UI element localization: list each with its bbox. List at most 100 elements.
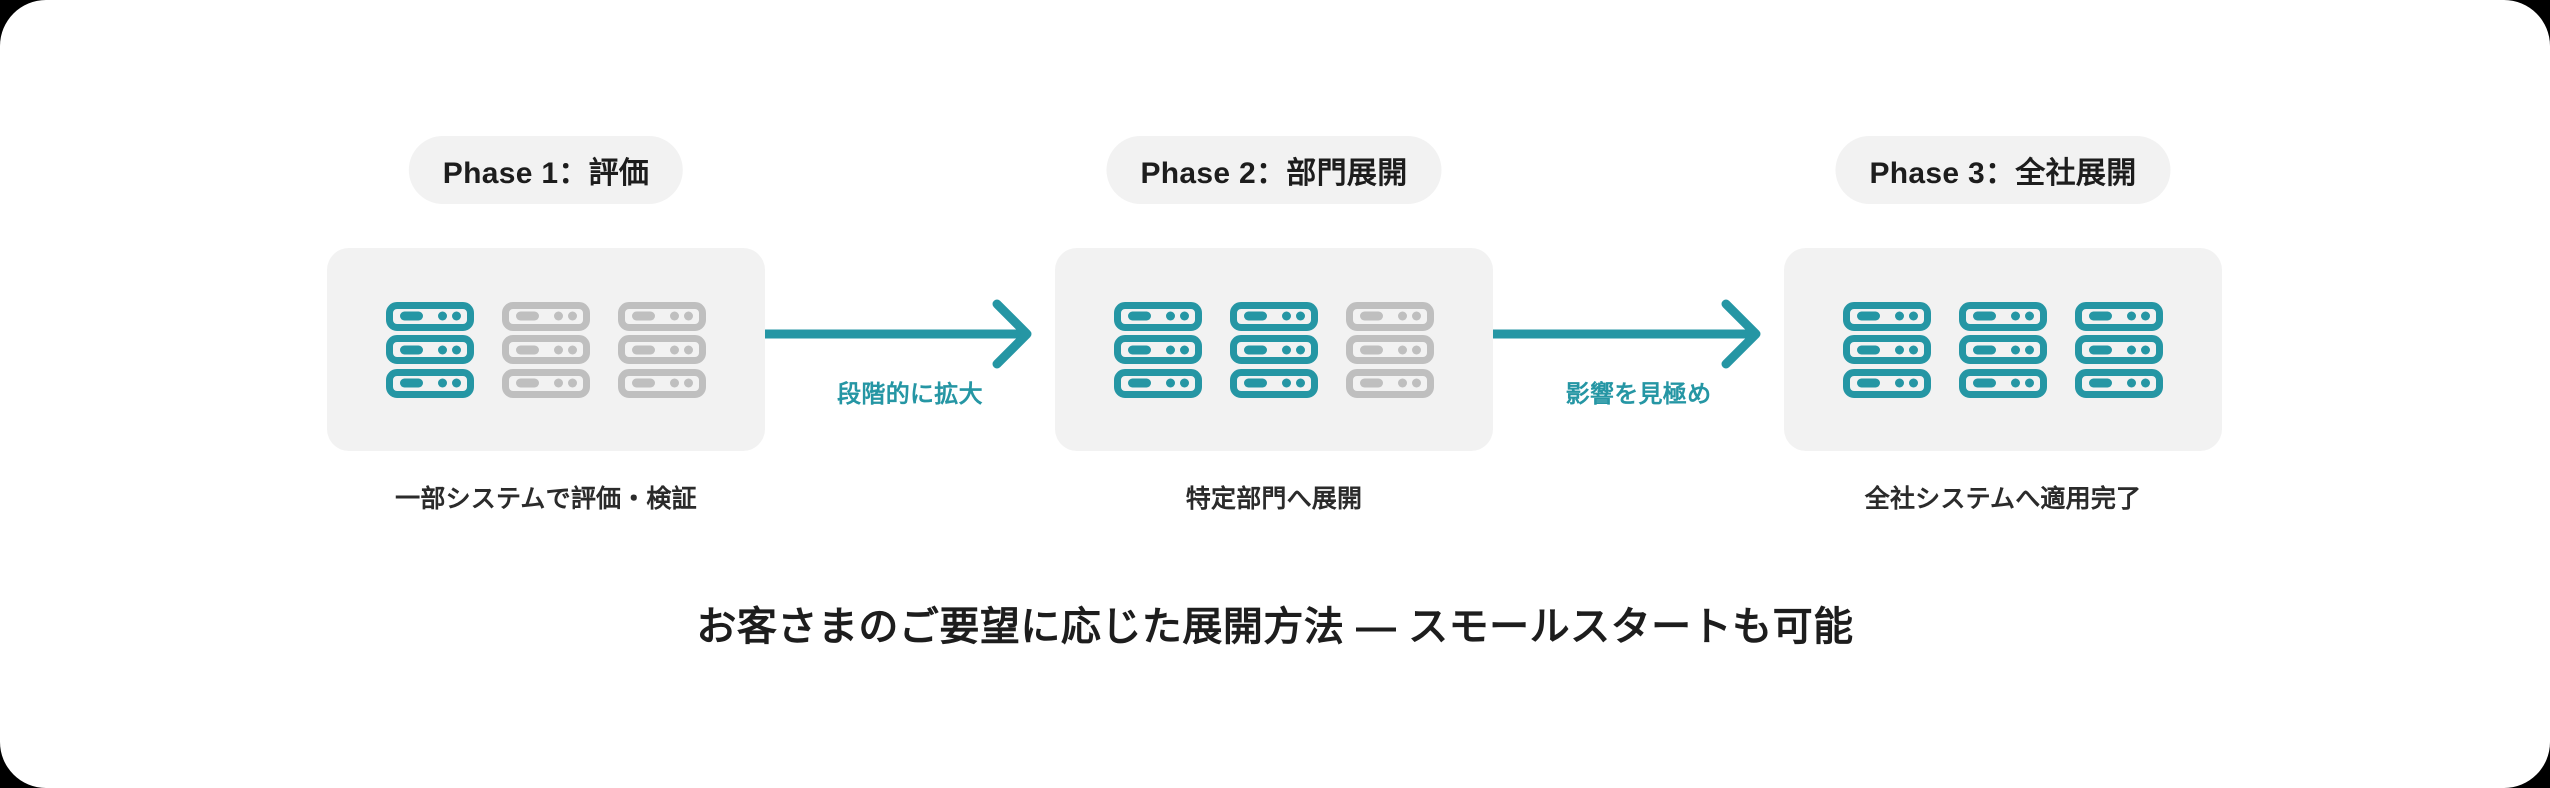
server-unit	[2075, 368, 2163, 398]
server-led-dot	[1412, 311, 1421, 321]
server-led-dot	[1412, 345, 1421, 354]
server-led-dot	[684, 345, 693, 354]
server-led-dot	[1398, 311, 1407, 321]
phase-3-pill: Phase 3：全社展開	[1835, 136, 2171, 204]
server-indicator-bar	[2089, 378, 2112, 388]
server-led-dot	[2141, 378, 2150, 388]
server-led-dot	[2127, 311, 2136, 321]
connector-2-label: 影響を見極め	[1565, 381, 1712, 408]
server-led-dot	[438, 311, 447, 321]
server-indicator-bar	[632, 311, 655, 321]
server-led-dot	[554, 311, 563, 321]
server-led-dot	[568, 311, 577, 321]
server-led-dot	[2025, 311, 2034, 321]
connector-1: 段階的に拡大	[765, 290, 1055, 430]
server-unit	[1114, 301, 1202, 331]
server-stack-icon	[1230, 301, 1318, 398]
server-led-dot	[2141, 311, 2150, 321]
server-led-dot	[2025, 378, 2034, 388]
server-unit	[618, 301, 706, 331]
server-led-dot	[1296, 311, 1305, 321]
server-unit	[386, 301, 474, 331]
server-led-dot	[670, 311, 679, 321]
server-unit	[386, 335, 474, 364]
server-indicator-bar	[1857, 345, 1880, 354]
server-indicator-bar	[516, 345, 539, 354]
server-unit	[502, 335, 590, 364]
server-unit	[618, 335, 706, 364]
server-led-dot	[1166, 311, 1175, 321]
server-unit	[1843, 368, 1931, 398]
server-led-dot	[1180, 345, 1189, 354]
server-led-dot	[1180, 311, 1189, 321]
server-unit	[618, 368, 706, 398]
phase-2-caption: 特定部門へ展開	[1185, 485, 1363, 513]
server-unit	[386, 368, 474, 398]
server-indicator-bar	[1857, 311, 1880, 321]
server-indicator-bar	[1244, 378, 1267, 388]
server-indicator-bar	[400, 345, 423, 354]
server-stack-icon	[502, 301, 590, 398]
server-led-dot	[438, 345, 447, 354]
server-stack-icon	[1114, 301, 1202, 398]
server-unit	[1959, 368, 2047, 398]
phase-1-pill: Phase 1：評価	[408, 136, 684, 204]
server-unit	[1346, 301, 1434, 331]
server-unit	[1230, 301, 1318, 331]
server-led-dot	[684, 311, 693, 321]
server-unit	[1843, 335, 1931, 364]
phase-3-pill-label: Phase 3：全社展開	[1869, 157, 2137, 190]
phase-1-pill-label: Phase 1：評価	[442, 157, 650, 190]
server-indicator-bar	[2089, 345, 2112, 354]
server-indicator-bar	[632, 378, 655, 388]
server-indicator-bar	[1973, 311, 1996, 321]
server-led-dot	[2025, 345, 2034, 354]
server-led-dot	[452, 345, 461, 354]
server-indicator-bar	[400, 311, 423, 321]
server-led-dot	[2011, 345, 2020, 354]
server-led-dot	[1909, 345, 1918, 354]
server-led-dot	[670, 345, 679, 354]
server-led-dot	[452, 378, 461, 388]
server-stack-icon	[2075, 301, 2163, 398]
server-led-dot	[670, 378, 679, 388]
phase-1-server-card	[327, 248, 765, 451]
server-led-dot	[2141, 345, 2150, 354]
server-led-dot	[1282, 345, 1291, 354]
phase-2-pill-label: Phase 2：部門展開	[1140, 157, 1408, 190]
server-led-dot	[1180, 378, 1189, 388]
server-indicator-bar	[516, 311, 539, 321]
arrow-right-icon	[1493, 299, 1761, 369]
server-indicator-bar	[516, 378, 539, 388]
server-unit	[1346, 335, 1434, 364]
server-led-dot	[1166, 345, 1175, 354]
server-stack-icon	[1843, 301, 1931, 398]
server-led-dot	[438, 378, 447, 388]
phase-3-server-card	[1784, 248, 2222, 451]
server-led-dot	[568, 378, 577, 388]
arrow-right-icon	[765, 299, 1032, 369]
server-led-dot	[1282, 311, 1291, 321]
server-indicator-bar	[1857, 378, 1880, 388]
server-indicator-bar	[1128, 345, 1151, 354]
server-indicator-bar	[1128, 378, 1151, 388]
server-indicator-bar	[1244, 311, 1267, 321]
server-led-dot	[554, 378, 563, 388]
server-indicator-bar	[2089, 311, 2112, 321]
server-led-dot	[568, 345, 577, 354]
server-led-dot	[452, 311, 461, 321]
server-stack-icon	[1959, 301, 2047, 398]
server-led-dot	[2127, 378, 2136, 388]
server-indicator-bar	[1360, 345, 1383, 354]
phase-2-server-card	[1055, 248, 1493, 451]
server-unit	[2075, 301, 2163, 331]
server-led-dot	[1296, 378, 1305, 388]
phase-3-caption: 全社システムへ適用完了	[1864, 485, 2142, 513]
server-stack-icon	[1346, 301, 1434, 398]
server-indicator-bar	[1973, 378, 1996, 388]
phase-1-caption: 一部システムで評価・検証	[395, 485, 697, 513]
connector-2: 影響を見極め	[1493, 290, 1784, 430]
server-led-dot	[1895, 345, 1904, 354]
server-stack-icon	[618, 301, 706, 398]
